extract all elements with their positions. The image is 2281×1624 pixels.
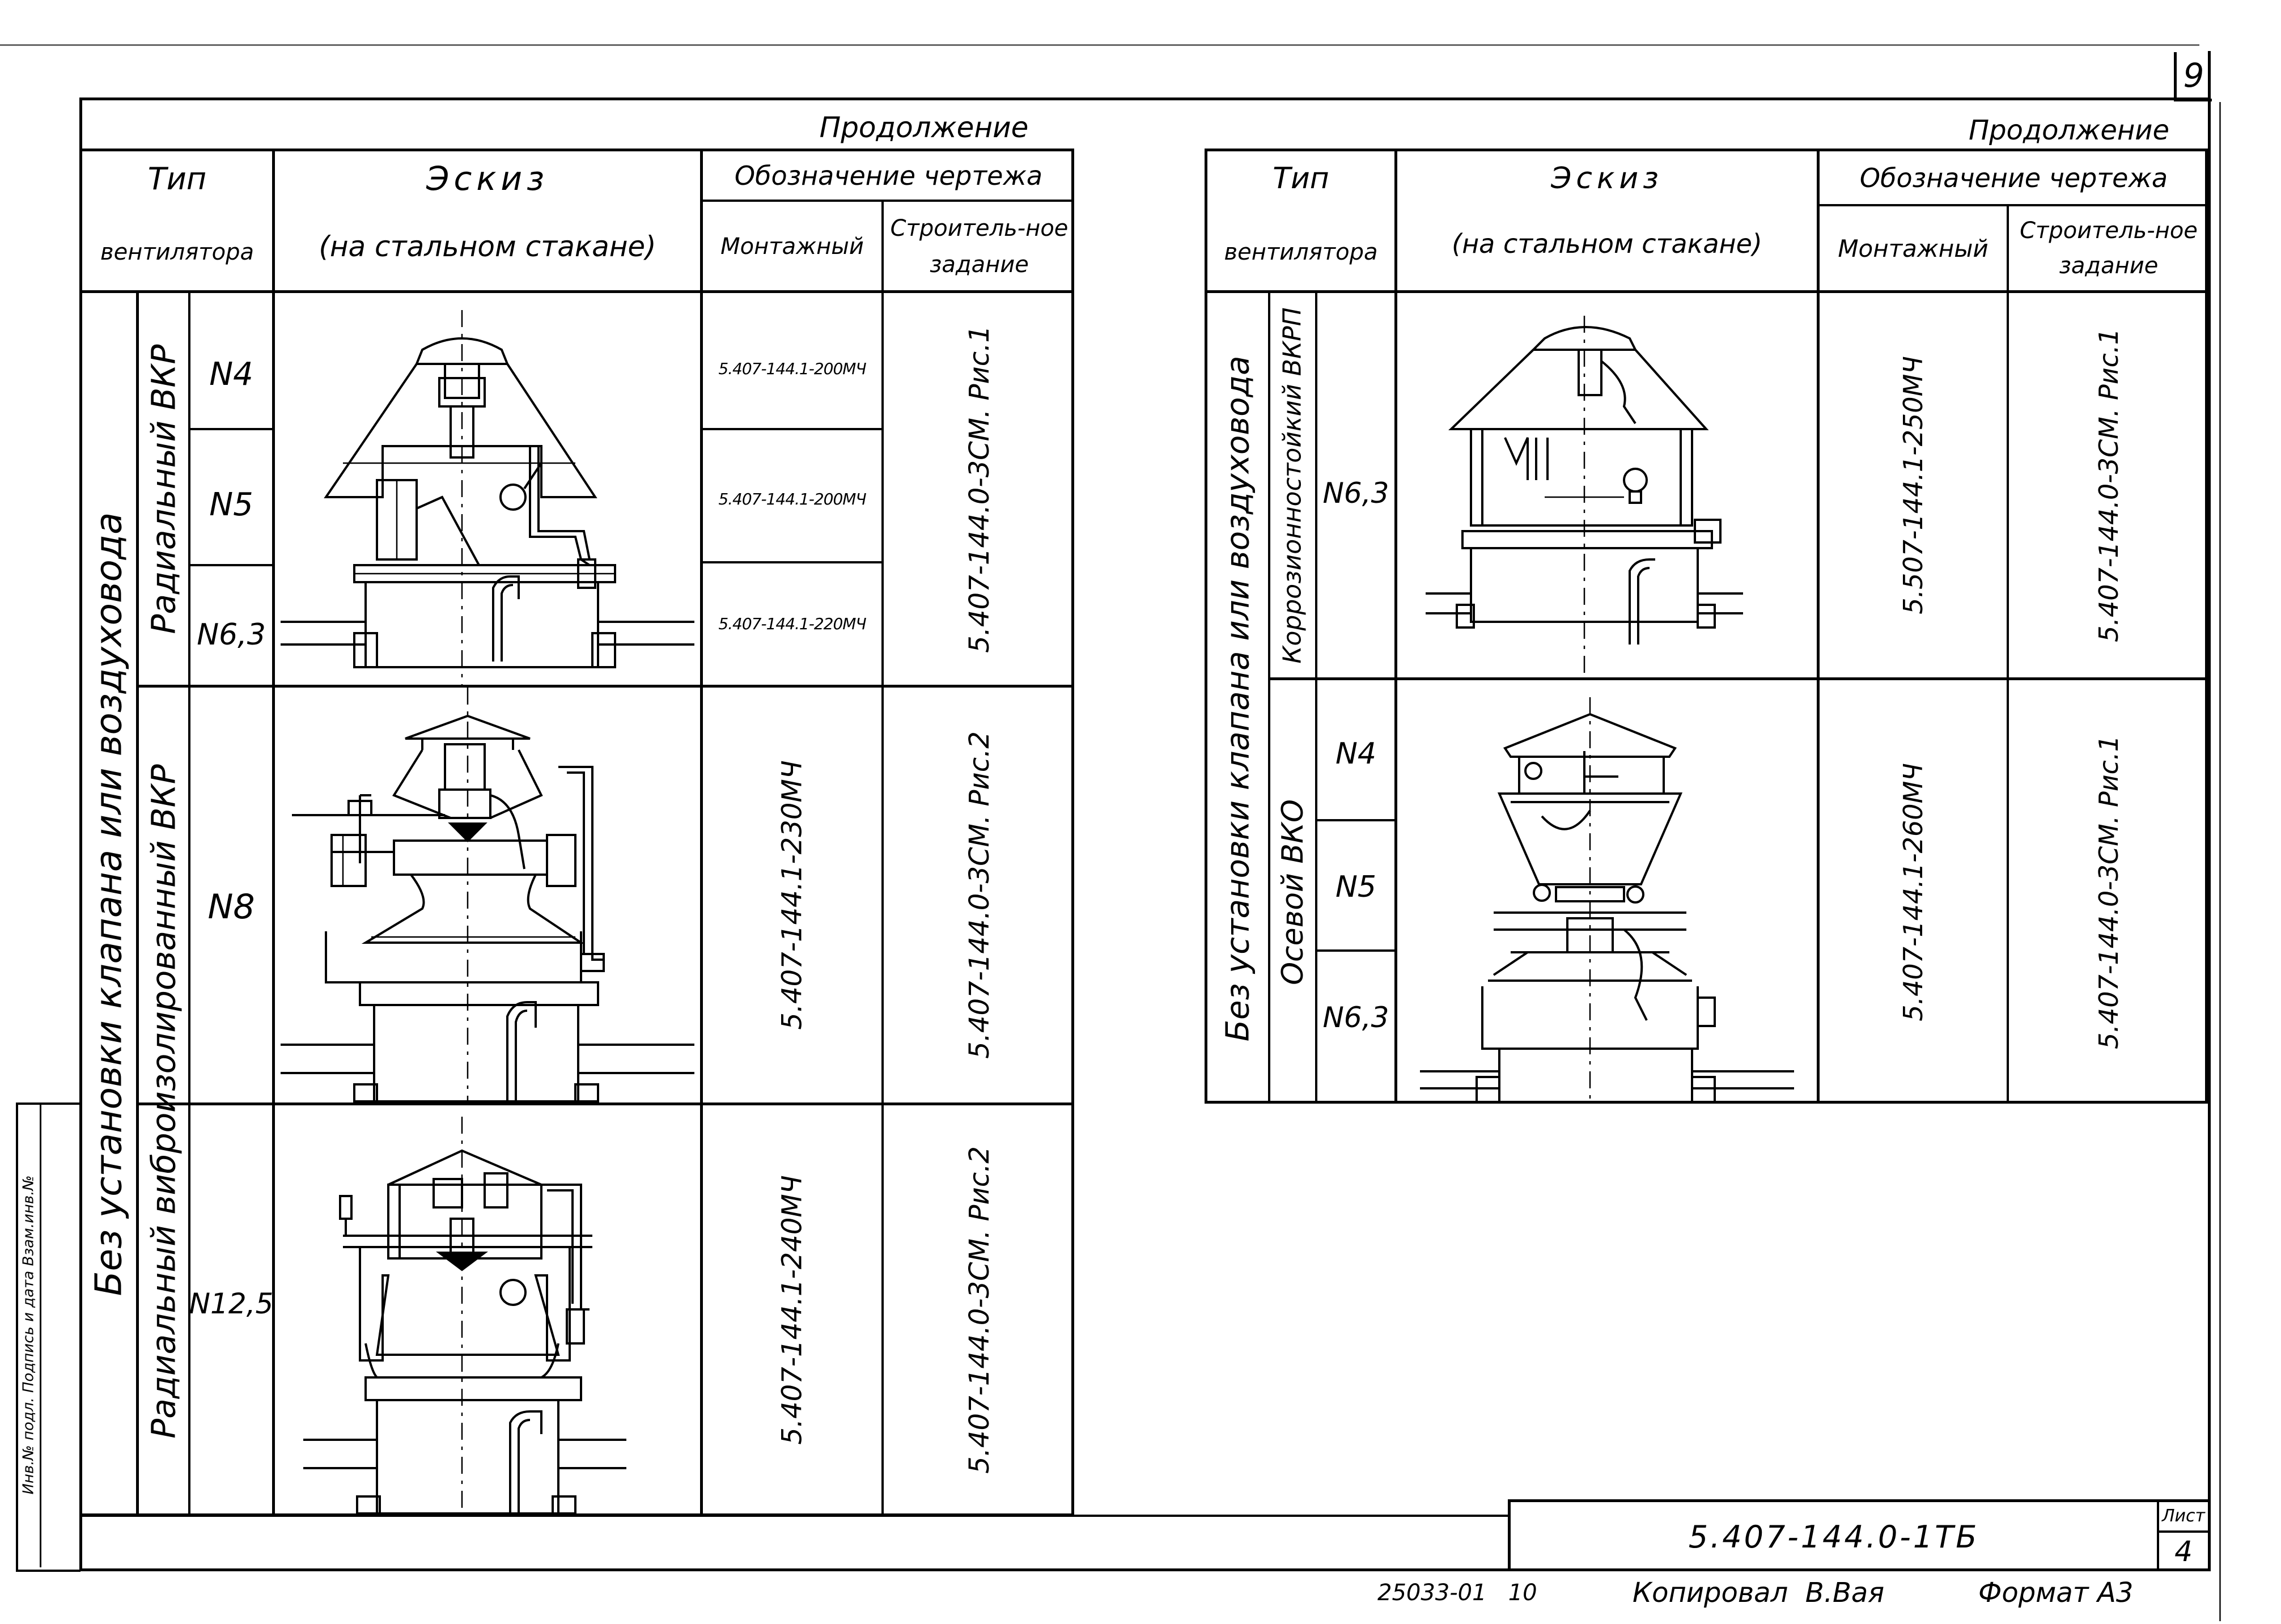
right-col3-sep: [2007, 204, 2009, 1104]
left-designation-sep: [700, 200, 1074, 202]
right-continuation-label: Продолжение: [1968, 115, 2170, 146]
right-type-line1: Тип: [1273, 162, 1329, 196]
right-designation: Обозначение чертежа: [1859, 163, 2168, 193]
left-type-line2: вентилятора: [100, 239, 254, 265]
sketch-corrosion-vkrp: [1426, 316, 1743, 677]
left-constr-3: 5.407-144.0-3СМ. Рис.2: [963, 1146, 995, 1474]
right-mounting: Монтажный: [1838, 234, 1989, 262]
left-row-sep-2b: [703, 561, 881, 563]
left-table: [79, 149, 1074, 1516]
frame-right-outer: [2219, 102, 2221, 1621]
right-row-sep-2: [1317, 949, 1394, 952]
left-group-label: Без установки клапана или воздуховода: [88, 512, 130, 1296]
footer-code: 25033-01 10: [1377, 1580, 1537, 1606]
left-col3-sep: [881, 200, 884, 1515]
frame-bottom: [79, 1568, 2211, 1571]
right-designation-sep: [1817, 204, 2208, 206]
right-mount-2: 5.407-144.1-260МЧ: [1898, 762, 1929, 1021]
left-subgroup-label-1: Радиальный ВКР: [144, 344, 183, 634]
left-size-sep: [188, 293, 190, 1515]
frame-top: [79, 97, 2211, 100]
sketch-vibro-vkr-n125: [303, 1117, 626, 1515]
left-group-sep-2: [136, 1103, 1074, 1105]
footer-format: Формат А3: [1978, 1577, 2134, 1609]
side-stamp-box: [16, 1103, 80, 1572]
left-group-sep-1: [136, 685, 1074, 688]
title-block-sheet-hline: [2157, 1530, 2208, 1533]
left-type-line1: Тип: [147, 160, 207, 197]
right-col2-sep: [1817, 149, 1820, 1104]
left-row-sep-2: [190, 564, 272, 566]
right-size-n63-a: N6,3: [1322, 477, 1389, 510]
left-mount-2: 5.407-144.1-200МЧ: [718, 489, 866, 508]
right-constr-2: 5.407-144.0-3СМ. Рис.1: [2093, 735, 2124, 1049]
left-size-n63: N6,3: [197, 618, 266, 652]
left-size-n8: N8: [207, 887, 255, 927]
right-subgroup-label-1: Коррозионностойкий ВКРП: [1278, 307, 1308, 664]
left-subgroup-sep: [136, 293, 139, 1515]
footer-copied: Копировал В.Вая: [1633, 1577, 1885, 1609]
right-subgroup-label-2: Осевой ВКО: [1275, 799, 1310, 985]
title-block: [1508, 1499, 2208, 1571]
title-block-sheet-sep: [2157, 1499, 2159, 1570]
right-subgroup-sep: [1268, 293, 1270, 1104]
title-sheet-number: 4: [2174, 1535, 2193, 1568]
right-type-line2: вентилятора: [1224, 239, 1378, 265]
right-size-n63-b: N6,3: [1322, 1001, 1389, 1034]
top-rule: [0, 44, 2199, 46]
left-mount-1: 5.407-144.1-200МЧ: [718, 359, 866, 378]
right-construction: Строитель-ное задание: [2020, 218, 2198, 279]
sketch-vibro-vkr-n8: [281, 688, 694, 1103]
page-number: 9: [2183, 56, 2204, 95]
side-stamp-text: Инв.№ подл. Подпись и дата Взам.инв.№: [20, 1175, 37, 1495]
title-sheet-label: Лист: [2161, 1506, 2206, 1526]
left-mount-3: 5.407-144.1-220МЧ: [718, 614, 866, 633]
frame-left: [79, 97, 82, 1571]
left-sketch-line2: (на стальном стакане): [319, 230, 656, 263]
right-size-n4: N4: [1335, 737, 1376, 771]
right-row-sep-1: [1317, 819, 1394, 821]
left-sketch-line1: Эскиз: [426, 159, 549, 198]
left-size-n4: N4: [209, 355, 253, 393]
right-header-bottom: [1205, 290, 2208, 293]
left-size-n125: N12,5: [189, 1287, 274, 1320]
left-mounting: Монтажный: [720, 234, 864, 260]
right-mount-1: 5.507-144.1-250МЧ: [1898, 356, 1929, 614]
left-size-n5: N5: [209, 486, 253, 523]
left-mount-5: 5.407-144.1-240МЧ: [776, 1175, 808, 1445]
right-size-n5: N5: [1335, 870, 1376, 904]
left-col2-sep: [700, 149, 703, 1515]
right-sketch-line1: Эскиз: [1551, 162, 1663, 196]
left-subgroup-label-2: Радиальный виброизолированный ВКР: [144, 764, 183, 1439]
right-constr-1: 5.407-144.0-3СМ. Рис.1: [2093, 328, 2124, 642]
left-constr-1: 5.407-144.0-3СМ. Рис.1: [963, 325, 995, 653]
sketch-axial-vko: [1420, 697, 1794, 1104]
left-construction: Строитель-ное задание: [890, 215, 1069, 278]
right-size-sep: [1315, 293, 1317, 1104]
left-continuation-label: Продолжение: [819, 111, 1029, 144]
page-number-box: [2174, 52, 2212, 101]
left-col1-sep: [272, 149, 275, 1515]
left-designation: Обозначение чертежа: [734, 160, 1043, 191]
title-designation: 5.407-144.0-1ТБ: [1688, 1519, 1979, 1555]
left-header-bottom: [79, 290, 1074, 293]
side-stamp-divider: [40, 1103, 41, 1567]
right-col1-sep: [1394, 149, 1397, 1104]
right-group-sep: [1270, 677, 2208, 680]
left-constr-2: 5.407-144.0-3СМ. Рис.2: [963, 731, 995, 1059]
sketch-radial-vkr: [281, 310, 694, 685]
frame-right: [2208, 51, 2211, 1571]
left-mount-4: 5.407-144.1-230МЧ: [776, 760, 808, 1030]
left-row-sep-1b: [703, 428, 881, 430]
left-row-sep-1: [190, 428, 272, 430]
right-sketch-line2: (на стальном стакане): [1452, 228, 1762, 259]
right-group-label: Без установки клапана или воздуховода: [1219, 355, 1257, 1041]
